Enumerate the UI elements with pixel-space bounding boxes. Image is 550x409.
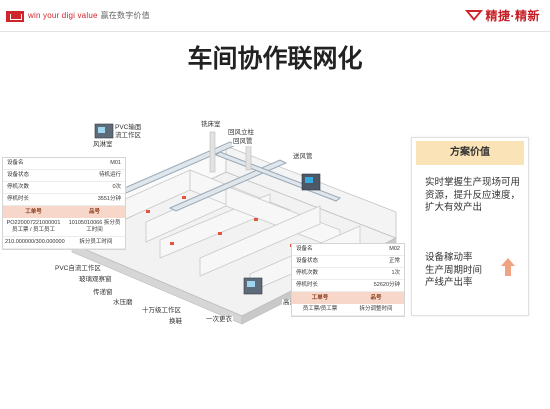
label-songfeng: 送风管 (292, 153, 314, 161)
row-value: 1次 (391, 270, 400, 276)
row-label: 设备状态 (7, 172, 30, 178)
tagline-en: win your digi value (28, 11, 98, 20)
label-huanxie: 换鞋 (168, 318, 183, 326)
row-label: 设备名 (7, 160, 24, 166)
label-shiwan: 十万级工作区 (141, 307, 182, 315)
table-cell: 拆分员工时间 (79, 239, 113, 245)
row-value: 52620分钟 (373, 282, 400, 288)
table-row: PO220007221000001 员工票 / 员工员工 10105010066 … (3, 218, 125, 237)
tagline-cn: 赢在数字价值 (100, 11, 150, 20)
metric-item: 设备稼动率 (425, 252, 473, 263)
label-wancheng: 水压磨 (112, 299, 134, 307)
panel-row: 设备名 M02 (292, 244, 404, 256)
panel-row: 设备名 M01 (3, 158, 125, 170)
company-logo: 精捷·精新 (464, 6, 541, 24)
brand-icon (6, 11, 24, 22)
metric-item: 产线产出率 (425, 277, 473, 288)
label-huifeng: 回风立柱 (227, 129, 255, 137)
label-boli: 玻璃观察窗 (78, 276, 113, 284)
table-row: 员工票/员工票 拆分调整时间 (292, 304, 404, 316)
panel-row: 停机时长 3551分钟 (3, 194, 125, 206)
up-arrow-icon (501, 258, 515, 276)
metric-item: 生产周期时间 (425, 264, 483, 276)
row-label: 停机时长 (7, 196, 30, 202)
col-header: 品号 (88, 209, 100, 215)
solution-value-card: 方案价值 实时掌握生产现场可用资源，提升反应速度，扩大有效产出 设备稼动率 生产… (411, 137, 529, 316)
row-label: 停机时长 (296, 282, 319, 288)
row-value: M02 (389, 246, 400, 252)
label-gengyi: 一次更衣 (205, 316, 233, 324)
table-cell: 拆分调整时间 (359, 306, 393, 312)
table-row: 210.000000/300.000000 拆分员工时间 (3, 237, 125, 249)
table-cell: PO220007221000001 员工票 / 员工员工 (6, 220, 61, 233)
col-header: 品号 (370, 295, 382, 301)
row-value: 待机运行 (98, 172, 121, 178)
row-value: 0次 (112, 184, 121, 190)
factory-illustration (70, 123, 398, 325)
logo-text: 精捷·精新 (485, 8, 540, 23)
table-cell: 210.000000/300.000000 (5, 239, 65, 245)
panel-table-header: 工单号 品号 (3, 206, 125, 218)
table-cell: 员工票/员工票 (302, 306, 338, 312)
page-title: 车间协作联网化 (187, 45, 363, 73)
panel-row: 停机次数 0次 (3, 182, 125, 194)
label-pvc-zone: PVC输面 (114, 124, 143, 132)
value-card-body: 实时掌握生产现场可用资源，提升反应速度，扩大有效产出 (425, 177, 521, 213)
panel-row: 设备状态 待机运行 (3, 170, 125, 182)
panel-table-header: 工单号 品号 (292, 292, 404, 304)
machine-panel-m02: 设备名 M02 设备状态 正常 停机次数 1次 停机时长 52620分钟 工单号 品号 员… (291, 243, 405, 317)
row-value: 3551分钟 (97, 196, 121, 202)
row-label: 停机次数 (7, 184, 30, 190)
label-pvc-zone-2: 流工作区 (114, 132, 142, 140)
label-fengjin: 风淋室 (92, 141, 114, 149)
value-card-title: 方案价值 (416, 141, 524, 165)
value-metrics: 设备稼动率 生产周期时间 产线产出率 (425, 252, 505, 290)
panel-row: 停机次数 1次 (292, 268, 404, 280)
row-label: 设备状态 (296, 258, 319, 264)
logo-mark-icon (464, 8, 483, 22)
label-shaxin: 铣床室 (200, 121, 222, 129)
col-header: 工单号 (311, 295, 329, 301)
label-huifengguan: 回风管 (232, 138, 254, 146)
panel-row: 停机时长 52620分钟 (292, 280, 404, 292)
col-header: 工单号 (25, 209, 42, 215)
label-chuandi: 传递窗 (92, 289, 114, 297)
label-pvc2: PVC自流工作区 (54, 265, 102, 273)
row-value: M01 (110, 160, 121, 166)
row-label: 停机次数 (296, 270, 319, 276)
header-divider (0, 31, 550, 32)
table-cell: 10105010066 拆分员工时间 (68, 220, 121, 233)
panel-row: 设备状态 正常 (292, 256, 404, 268)
row-value: 正常 (388, 258, 400, 264)
row-label: 设备名 (296, 246, 313, 252)
